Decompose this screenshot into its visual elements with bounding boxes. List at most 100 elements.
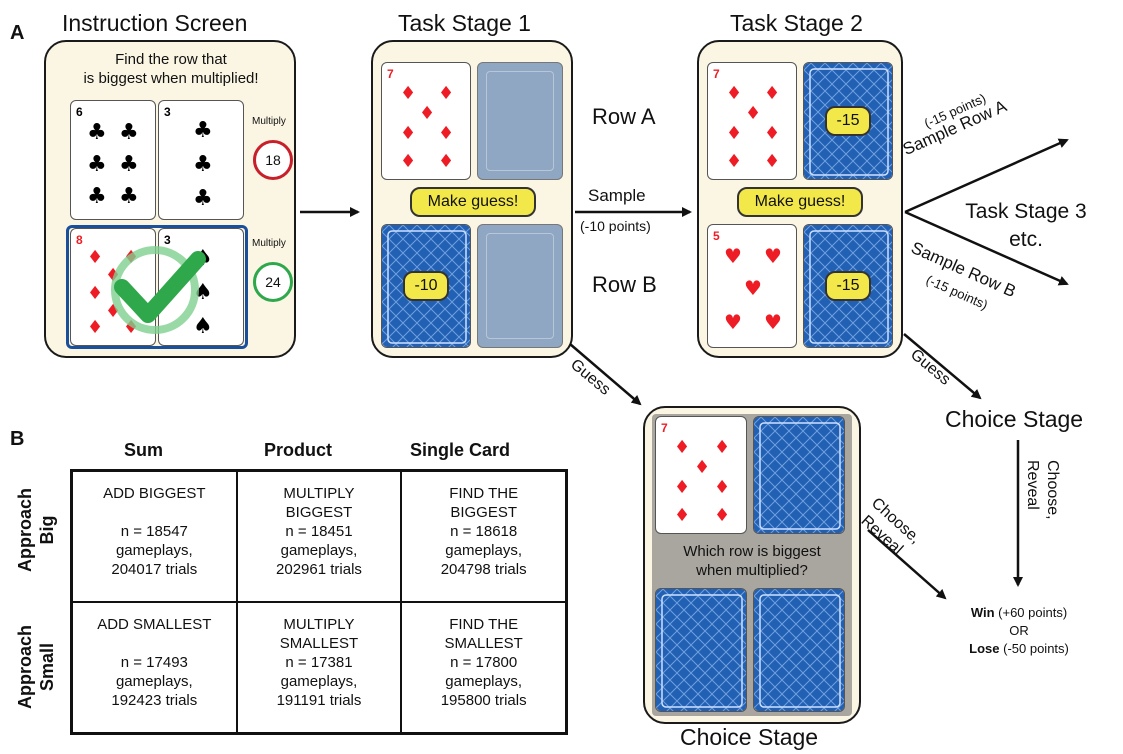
svg-text:♣: ♣ <box>119 184 139 209</box>
svg-text:♦: ♦ <box>87 317 103 338</box>
table-row: ADD BIGGEST n = 18547 gameplays, 204017 … <box>70 469 568 603</box>
row-header-approach-small: Approach Small <box>14 606 58 728</box>
svg-text:♥: ♥ <box>764 244 782 268</box>
choose-reveal-vertical-line2: Reveal <box>1024 460 1041 510</box>
instruction-card-three-clubs: 3 ♣ ♣ ♣ <box>158 100 244 220</box>
svg-text:♦: ♦ <box>400 151 416 172</box>
row-b-label: Row B <box>592 272 657 297</box>
svg-text:♦: ♦ <box>400 123 416 144</box>
stage2-card-seven-diamonds: 7 ♦♦ ♦ ♦♦ ♦♦ <box>707 62 797 180</box>
card-rank: 5 <box>713 229 720 243</box>
svg-text:♦: ♦ <box>87 283 103 304</box>
card-rank: 6 <box>76 105 83 119</box>
stage2-make-guess-button[interactable]: Make guess! <box>737 187 863 217</box>
sample-label: Sample <box>588 186 646 205</box>
svg-text:♦: ♦ <box>438 83 454 104</box>
choose-reveal-vertical-line1: Choose, <box>1044 460 1061 520</box>
stage2-cost-badge-b: -15 <box>825 271 871 301</box>
row1-product: 18 <box>265 152 281 168</box>
table-row: ADD SMALLEST n = 17493 gameplays, 192423… <box>70 601 568 735</box>
card-rank: 3 <box>164 233 171 247</box>
arrow-sample-row-a <box>904 138 1069 214</box>
arrow-choose-reveal-diagonal <box>867 529 947 600</box>
card-rank: 7 <box>661 421 668 435</box>
row2-product-circle: 24 <box>253 262 293 302</box>
table-cell: ADD SMALLEST n = 17493 gameplays, 192423… <box>70 601 238 735</box>
club-icon: 6 ♣♣ ♣♣ ♣♣ <box>76 105 139 209</box>
stage1-card-seven-diamonds: 7 ♦♦ ♦ ♦♦ ♦♦ <box>381 62 471 180</box>
svg-text:♦: ♦ <box>745 103 761 124</box>
stage1-cost-badge: -10 <box>403 271 449 301</box>
table-cell: FIND THE BIGGEST n = 18618 gameplays, 20… <box>400 469 568 603</box>
svg-text:♣: ♣ <box>193 118 213 143</box>
stage2-cost-badge-a: -15 <box>825 106 871 136</box>
win-label: Win <box>970 605 995 620</box>
arrow-guess-stage1 <box>569 343 642 406</box>
svg-text:♦: ♦ <box>674 477 690 498</box>
stage1-make-guess-button[interactable]: Make guess! <box>410 187 536 217</box>
col-header-single-card: Single Card <box>410 440 511 460</box>
svg-text:♦: ♦ <box>419 103 435 124</box>
svg-text:♦: ♦ <box>694 457 710 478</box>
svg-text:♦: ♦ <box>87 247 103 268</box>
table-cell: ADD BIGGEST n = 18547 gameplays, 204017 … <box>70 469 238 603</box>
svg-text:♦: ♦ <box>438 123 454 144</box>
svg-text:♦: ♦ <box>438 151 454 172</box>
svg-text:♣: ♣ <box>119 120 139 145</box>
or-label: OR <box>1009 623 1029 638</box>
checkmark-icon <box>111 246 206 334</box>
svg-text:♣: ♣ <box>87 184 107 209</box>
diamond-icon: 7 ♦♦ ♦ ♦♦ ♦♦ <box>661 421 730 526</box>
multiply-label-row1: Multiply <box>252 116 286 127</box>
card-rank: 7 <box>387 67 394 81</box>
card-back-icon <box>477 62 563 180</box>
stage1-title: Task Stage 1 <box>398 10 531 36</box>
svg-text:♦: ♦ <box>400 83 416 104</box>
choice-stage-right-label: Choice Stage <box>945 406 1084 432</box>
selected-row-highlight <box>66 225 248 349</box>
card-rank: 3 <box>164 105 171 119</box>
panel-letter-a: A <box>10 22 25 44</box>
choice-card-seven-diamonds: 7 ♦♦ ♦ ♦♦ ♦♦ <box>655 416 747 534</box>
lose-points: (-50 points) <box>1003 641 1069 656</box>
row-header-big-line1: Approach <box>15 488 35 573</box>
svg-text:♦: ♦ <box>674 505 690 526</box>
heart-icon: 5 ♥♥ ♥ ♥♥ <box>713 229 782 334</box>
svg-text:♠: ♠ <box>193 314 213 339</box>
panel-letter-b: B <box>10 428 25 450</box>
row-header-approach-big: Approach Big <box>14 475 58 585</box>
col-header-sum: Sum <box>124 440 164 460</box>
svg-text:♣: ♣ <box>193 152 213 177</box>
svg-text:♦: ♦ <box>726 123 742 144</box>
choose-reveal-vertical-label: Choose, Reveal <box>1022 460 1062 520</box>
club-icon: 3 ♣ ♣ ♣ <box>164 105 213 211</box>
choice-stage-title: Choice Stage <box>680 724 819 750</box>
svg-text:♣: ♣ <box>193 186 213 211</box>
svg-text:♣: ♣ <box>119 152 139 177</box>
svg-text:♦: ♦ <box>714 505 730 526</box>
card-back-icon[interactable] <box>753 588 845 712</box>
svg-text:♦: ♦ <box>714 437 730 458</box>
svg-text:♥: ♥ <box>724 310 742 334</box>
task-stage3-label: Task Stage 3 etc. <box>956 198 1096 254</box>
svg-text:♦: ♦ <box>764 151 780 172</box>
card-back-icon[interactable] <box>655 588 747 712</box>
svg-text:♦: ♦ <box>726 151 742 172</box>
instruction-card-six-clubs: 6 ♣♣ ♣♣ ♣♣ <box>70 100 156 220</box>
lose-label: Lose <box>969 641 1000 656</box>
row1-product-circle: 18 <box>253 140 293 180</box>
diamond-icon: 7 ♦♦ ♦ ♦♦ ♦♦ <box>713 67 780 172</box>
svg-text:♥: ♥ <box>744 276 762 300</box>
row-a-label: Row A <box>592 104 656 129</box>
card-rank: 7 <box>713 67 720 81</box>
table-cell: FIND THE SMALLEST n = 17800 gameplays, 1… <box>400 601 568 735</box>
svg-text:♦: ♦ <box>714 477 730 498</box>
card-back-icon <box>477 224 563 348</box>
task-stage3-line1: Task Stage 3 <box>965 200 1087 223</box>
arrow-sample-row-b <box>904 210 1069 286</box>
outcome-block: Win (+60 points) OR Lose (-50 points) <box>935 604 1103 658</box>
task-stage3-line2: etc. <box>1009 228 1043 251</box>
stage2-title: Task Stage 2 <box>730 10 863 36</box>
row-header-big-line2: Big <box>37 515 57 545</box>
